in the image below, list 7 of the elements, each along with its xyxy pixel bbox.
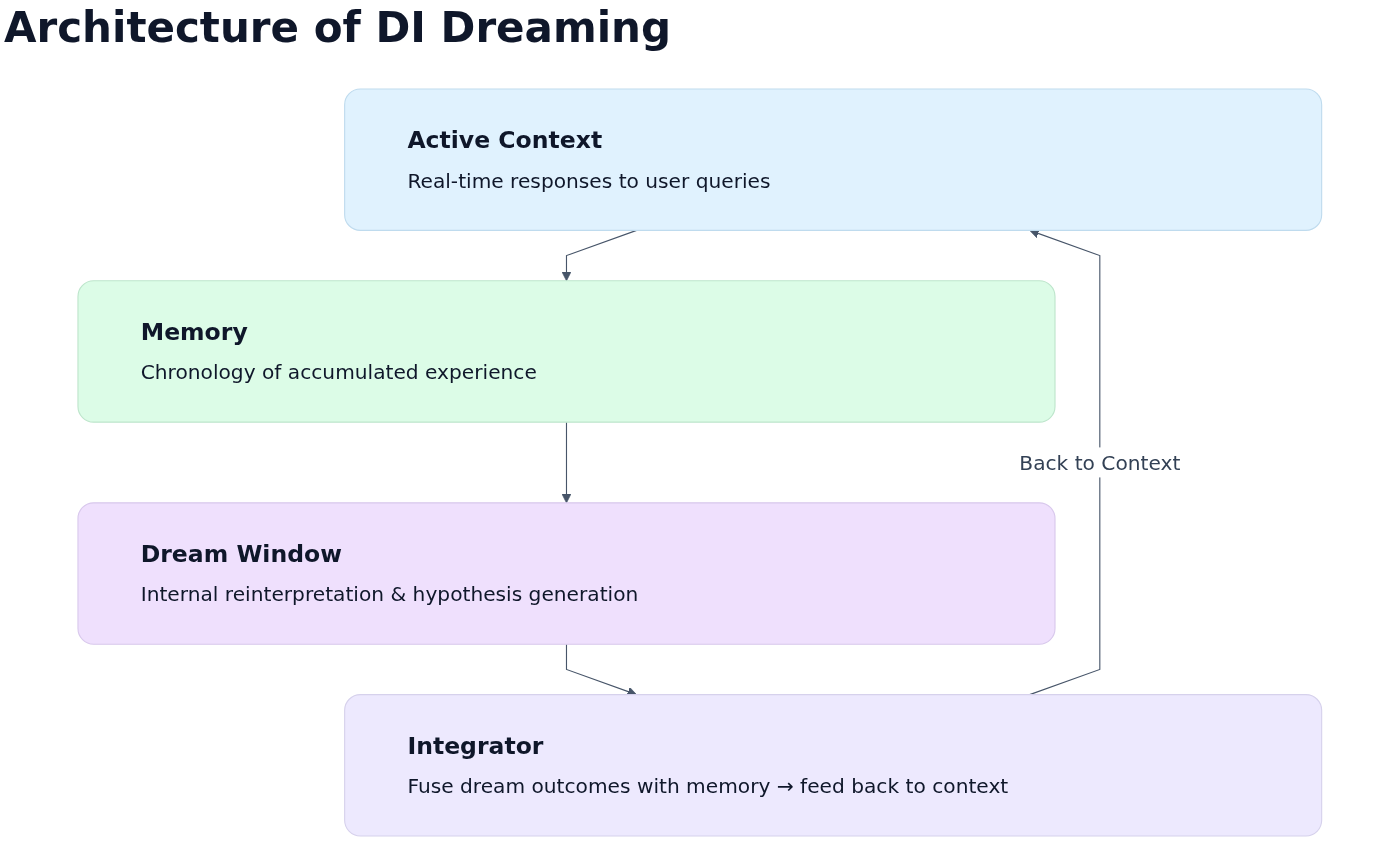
arrow — [561, 421, 572, 504]
node-box: Memory Chronology of accumulated experience — [77, 280, 1056, 423]
diagram-title: Architecture of DI Dreaming — [4, 2, 672, 54]
node-box: Active Context Real-time responses to user queries — [344, 88, 1323, 231]
node-box: Dream Window Internal reinterpretation & hypothesis generation — [77, 502, 1056, 645]
edge-label: Back to Context — [1019, 450, 1181, 475]
node-box: Integrator Fuse dream outcomes with memory → feed back to context — [344, 694, 1323, 837]
